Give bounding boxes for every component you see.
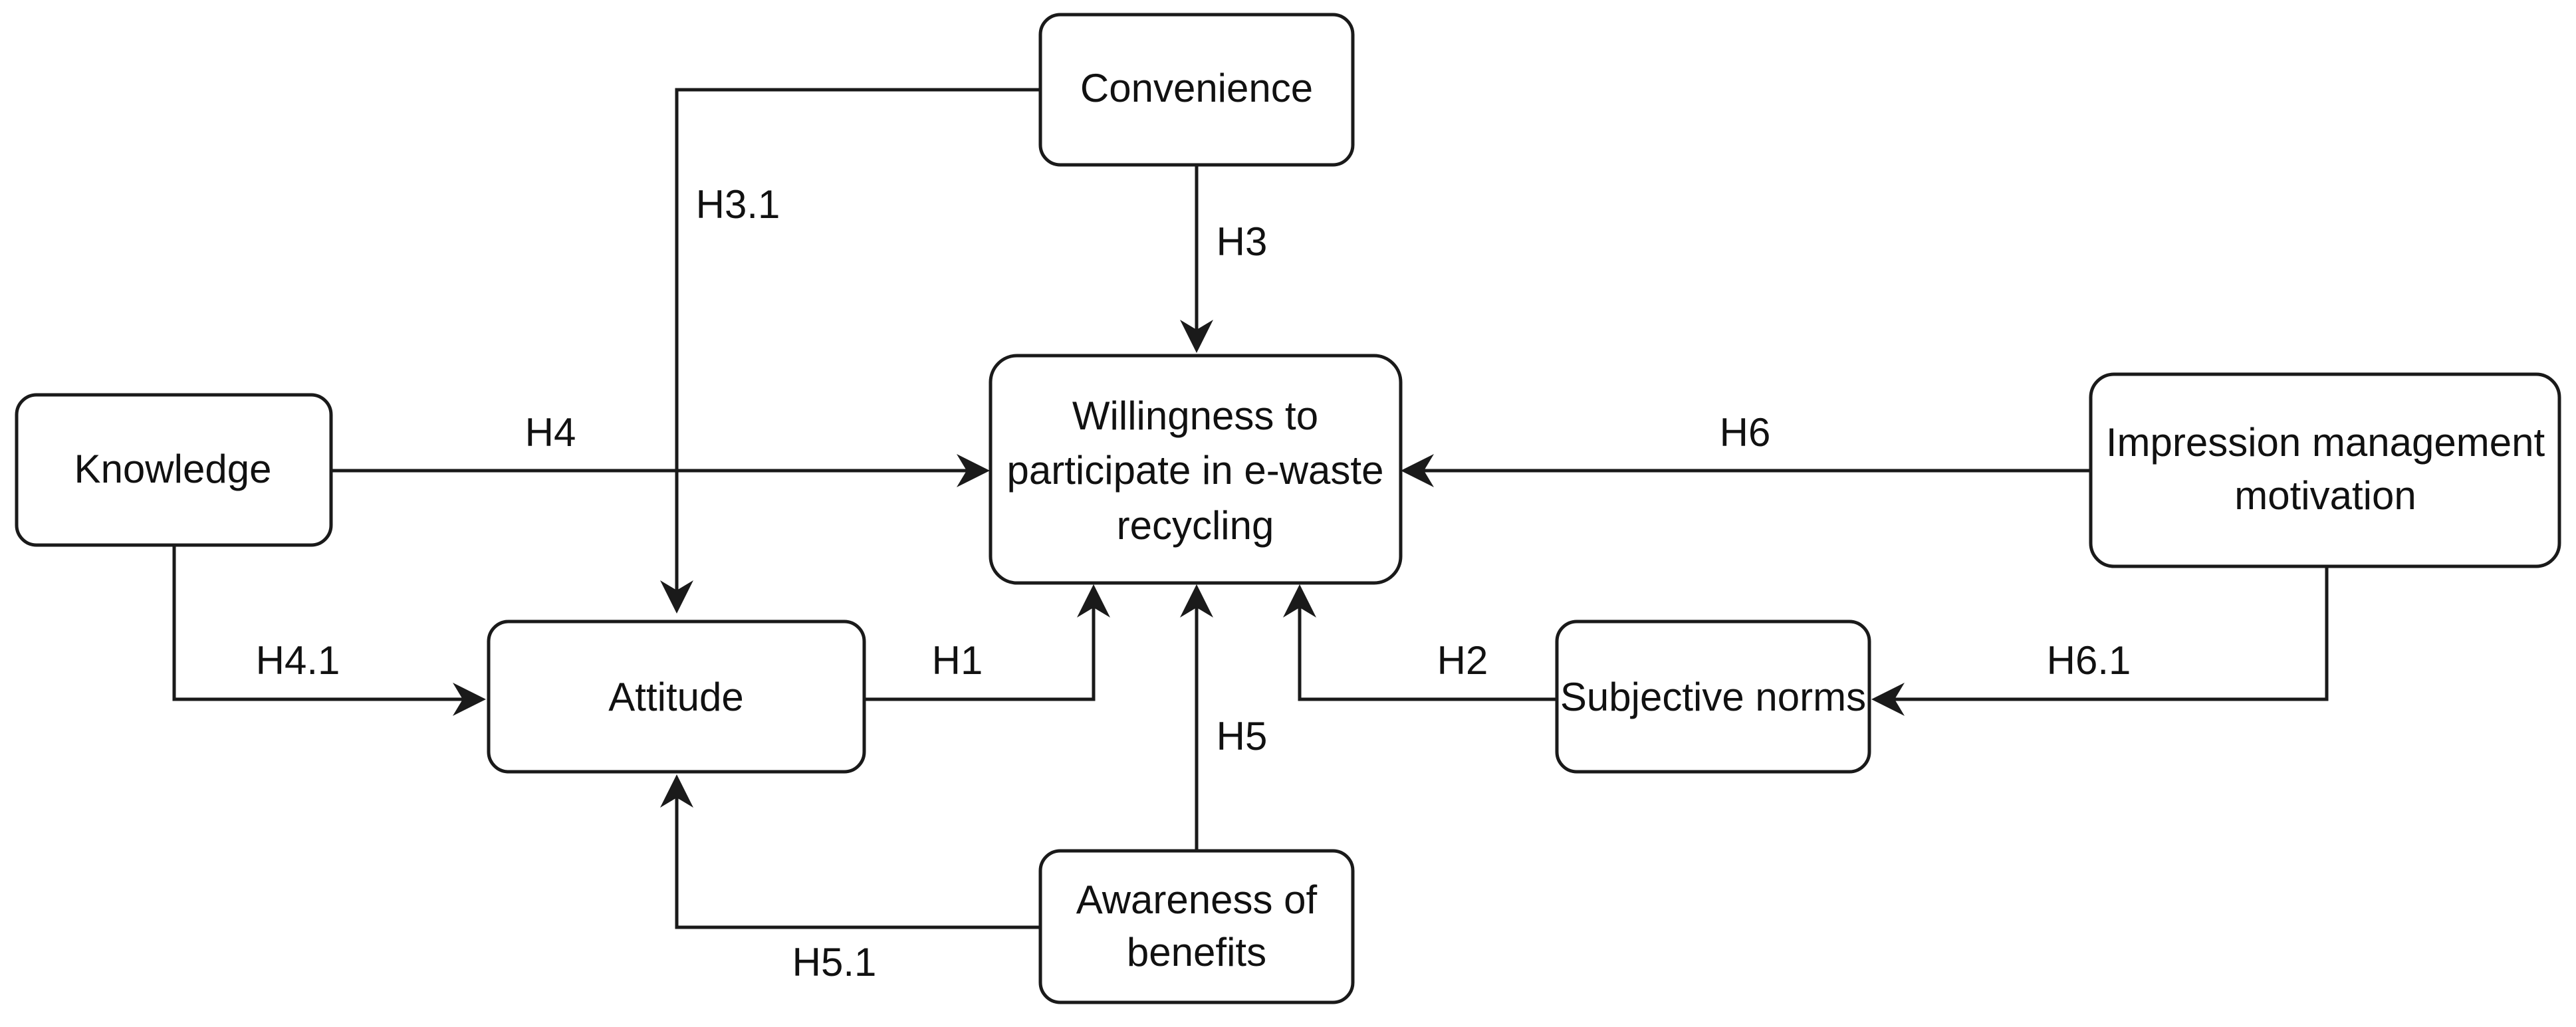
- node-subjective-norms: Subjective norms: [1555, 620, 1871, 774]
- edge-label-h1: H1: [932, 638, 983, 683]
- node-awareness-line-2: benefits: [1127, 930, 1266, 974]
- node-impression-line-2: motivation: [2234, 473, 2416, 518]
- edge-label-h6-1: H6.1: [2047, 638, 2131, 683]
- edge-label-h5-1: H5.1: [792, 940, 877, 984]
- node-knowledge-label: Knowledge: [74, 447, 272, 491]
- node-willingness-line-1: Willingness to: [1072, 394, 1318, 438]
- edge-label-h6: H6: [1720, 410, 1771, 455]
- edge-label-h4-1: H4.1: [256, 638, 340, 683]
- node-convenience-label: Convenience: [1080, 66, 1313, 110]
- node-convenience: Convenience: [1038, 13, 1355, 167]
- edge-label-h5: H5: [1217, 714, 1268, 758]
- node-willingness-line-2: participate in e-waste: [1007, 448, 1384, 493]
- node-knowledge: Knowledge: [15, 393, 333, 547]
- edge-h5-1: H5.1: [660, 774, 1040, 984]
- edge-h1: H1: [864, 584, 1110, 701]
- edge-label-h2: H2: [1437, 638, 1488, 683]
- node-impression: Impression management motivation: [2089, 372, 2561, 568]
- nodes: Convenience Willingness to participate i…: [15, 13, 2561, 1004]
- edge-label-h3: H3: [1217, 219, 1268, 264]
- edge-label-h3-1: H3.1: [696, 182, 780, 227]
- edge-label-h4: H4: [525, 410, 576, 455]
- edge-h4: H4: [331, 410, 990, 487]
- edge-h5: H5: [1180, 584, 1268, 851]
- edge-h6: H6: [1401, 410, 2091, 487]
- edge-h4-1: H4.1: [172, 545, 486, 716]
- node-awareness-line-1: Awareness of: [1076, 877, 1318, 922]
- edge-h3: H3: [1180, 165, 1268, 353]
- node-willingness-line-3: recycling: [1117, 503, 1274, 548]
- node-awareness: Awareness of benefits: [1038, 849, 1355, 1004]
- node-attitude: Attitude: [487, 620, 866, 774]
- edges: H3.1 H3 H4 H6 H4.1 H1 H2: [172, 88, 2329, 984]
- edge-h2: H2: [1283, 584, 1557, 701]
- node-willingness: Willingness to participate in e-waste re…: [989, 354, 1403, 585]
- node-attitude-label: Attitude: [608, 675, 743, 719]
- edge-h3-1: H3.1: [660, 88, 1040, 614]
- node-subjective-norms-label: Subjective norms: [1560, 675, 1866, 719]
- node-impression-line-1: Impression management: [2106, 420, 2545, 465]
- edge-h6-1: H6.1: [1871, 566, 2329, 716]
